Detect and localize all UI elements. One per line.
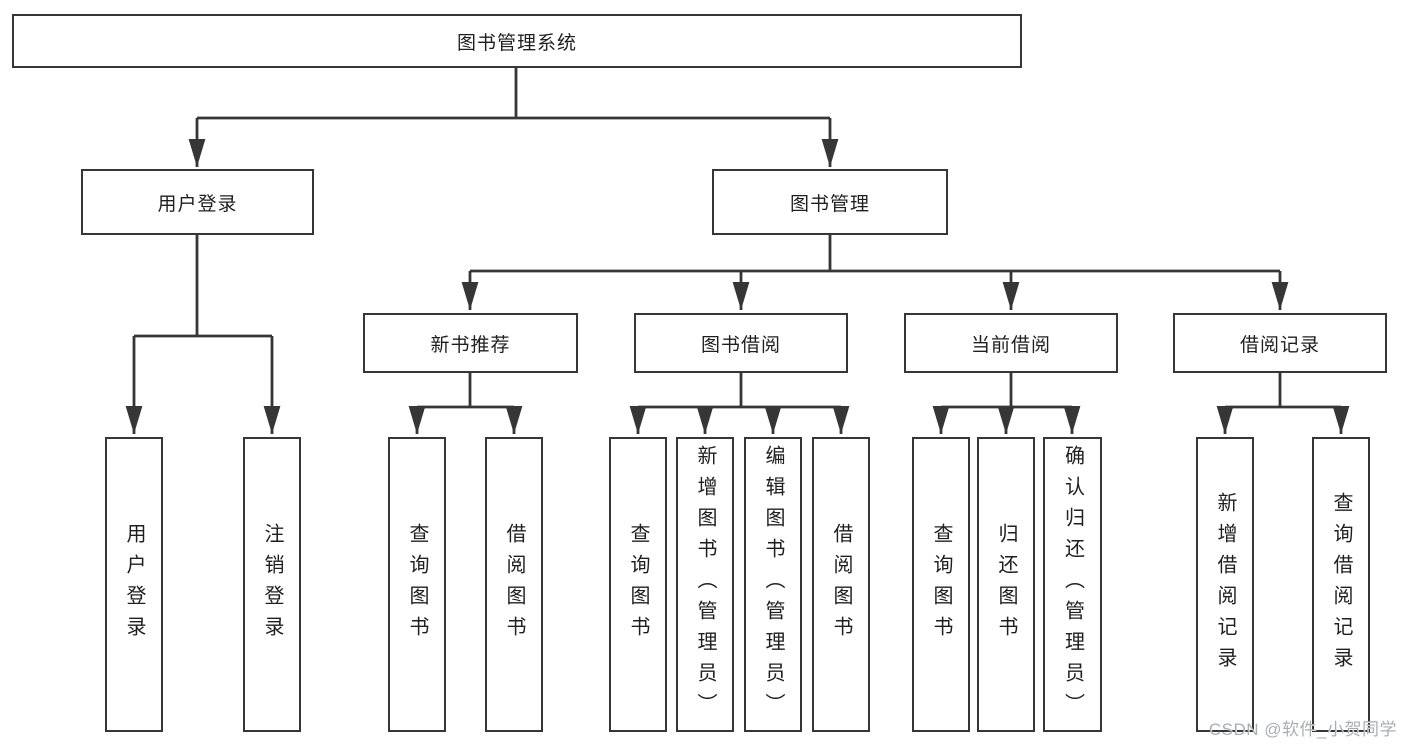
node-leaf-add-book-admin: 新增图书（管理员）	[676, 437, 734, 732]
node-label: 借阅记录	[1239, 334, 1320, 356]
node-label: 查询图书	[627, 522, 649, 647]
node-label: 新书推荐	[430, 334, 511, 356]
node-book-borrowing: 图书借阅	[634, 313, 848, 373]
node-leaf-borrow-books-2: 借阅图书	[812, 437, 870, 732]
node-label: 查询图书	[406, 522, 428, 647]
node-label: 查询图书	[930, 522, 952, 647]
node-leaf-logout: 注销登录	[243, 437, 301, 732]
node-current-borrowing: 当前借阅	[904, 313, 1118, 373]
node-user-login: 用户登录	[81, 169, 314, 235]
node-label: 归还图书	[995, 522, 1017, 647]
node-label: 新增借阅记录	[1214, 491, 1236, 678]
node-label: 用户登录	[157, 193, 238, 215]
node-leaf-user-login: 用户登录	[105, 437, 163, 732]
node-label: 注销登录	[261, 522, 283, 647]
node-new-book-recommendation: 新书推荐	[363, 313, 578, 373]
node-borrowing-records: 借阅记录	[1173, 313, 1387, 373]
node-label: 查询借阅记录	[1330, 491, 1352, 678]
node-label: 借阅图书	[503, 522, 525, 647]
node-leaf-query-books-2: 查询图书	[609, 437, 667, 732]
node-leaf-query-borrow-record: 查询借阅记录	[1312, 437, 1370, 732]
node-leaf-borrow-books-1: 借阅图书	[485, 437, 543, 732]
node-label: 借阅图书	[830, 522, 852, 647]
node-leaf-edit-book-admin: 编辑图书（管理员）	[744, 437, 802, 732]
node-label: 编辑图书（管理员）	[762, 445, 784, 724]
node-label: 图书管理	[789, 193, 870, 215]
node-leaf-query-books-1: 查询图书	[388, 437, 446, 732]
node-leaf-return-books: 归还图书	[977, 437, 1035, 732]
node-library-management-system: 图书管理系统	[12, 14, 1022, 68]
node-label: 当前借阅	[970, 334, 1051, 356]
node-label: 新增图书（管理员）	[694, 445, 716, 724]
node-label: 图书管理系统	[456, 32, 577, 54]
node-leaf-add-borrow-record: 新增借阅记录	[1196, 437, 1254, 732]
node-book-management: 图书管理	[712, 169, 948, 235]
node-leaf-query-books-3: 查询图书	[912, 437, 970, 732]
node-label: 图书借阅	[700, 334, 781, 356]
node-leaf-confirm-return-admin: 确认归还（管理员）	[1043, 437, 1102, 732]
node-label: 用户登录	[123, 522, 145, 647]
node-label: 确认归还（管理员）	[1061, 445, 1084, 724]
